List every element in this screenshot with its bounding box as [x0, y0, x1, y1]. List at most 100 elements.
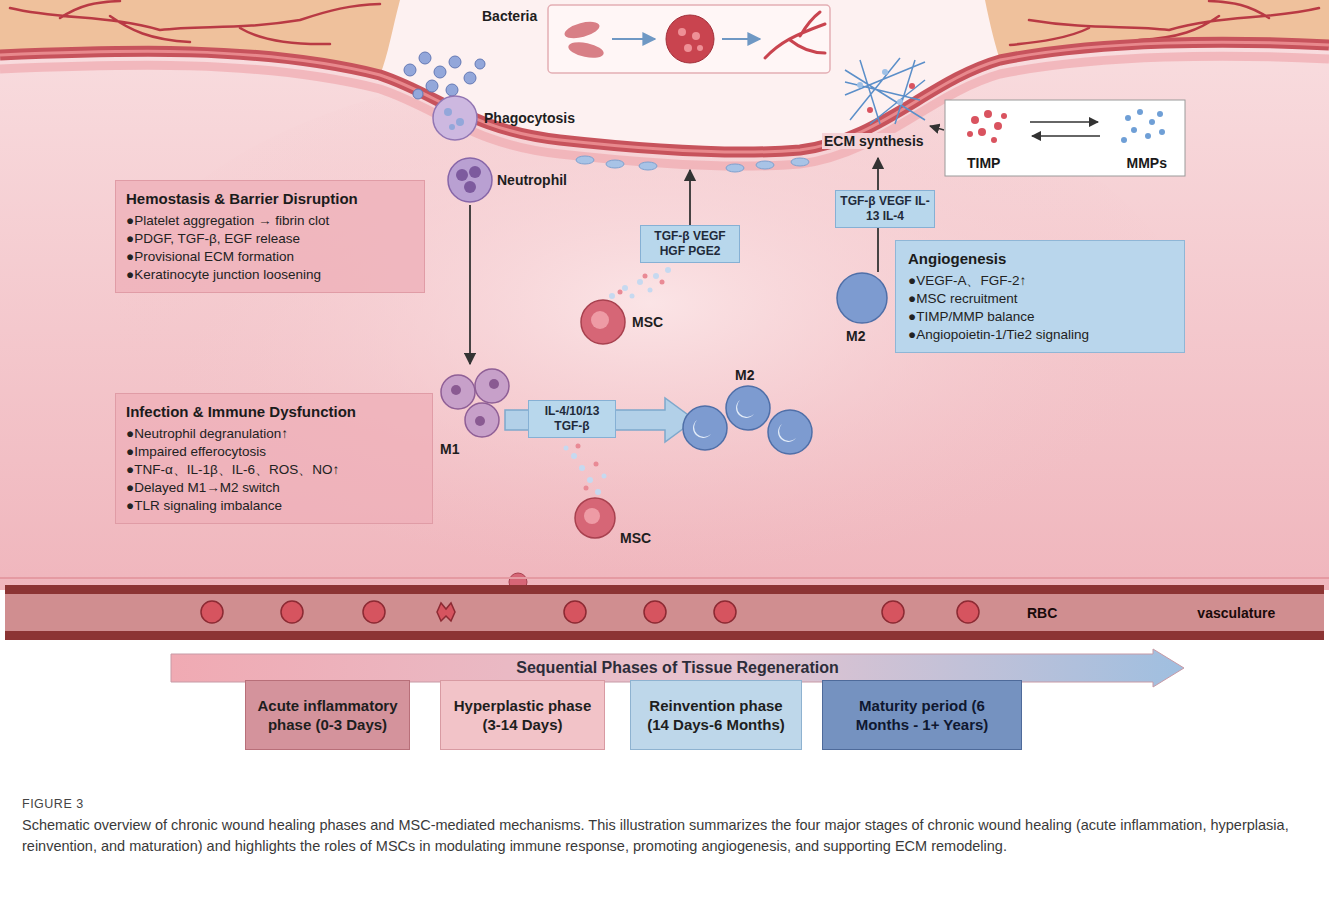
bullet-item: ●Impaired efferocytosis [126, 443, 422, 461]
timp-mmp-box: TIMPMMPs [945, 100, 1185, 176]
illustration-part [726, 164, 744, 172]
phase-box: Maturity period (6 Months - 1+ Years) [822, 680, 1022, 750]
illustration-part [451, 385, 461, 395]
illustration-part [441, 375, 475, 409]
illustration-part [648, 288, 653, 293]
illustration-part [678, 28, 703, 52]
illustration-part [845, 58, 925, 124]
illustration-part [0, 577, 1329, 579]
illustration-part [444, 108, 452, 116]
illustration-part [639, 162, 657, 170]
illustration-part [882, 69, 888, 75]
cell-label: MSC [620, 530, 651, 546]
node-text: TGF-β VEGF HGF PGE2 [645, 229, 735, 259]
illustration-part [984, 110, 992, 118]
illustration-part [967, 110, 1007, 143]
bullet-item: ●Keratinocyte junction loosening [126, 266, 414, 284]
bullet-item: ●TLR signaling imbalance [126, 497, 422, 515]
illustration-part [563, 19, 601, 42]
illustration-part [994, 122, 1002, 130]
illustration-part [837, 273, 887, 323]
illustration-part [434, 66, 446, 78]
illustration-part [867, 83, 915, 113]
illustration-part [404, 64, 416, 76]
illustration-part [857, 82, 863, 88]
illustration-part [469, 205, 471, 364]
cell-label: MSC [632, 314, 663, 330]
illustration-part [967, 131, 973, 137]
cell-label: ECM synthesis [822, 133, 926, 149]
illustration-part [564, 446, 569, 451]
illustration-part [791, 158, 809, 166]
bullet-item: ●TNF-α、IL-1β、IL-6、ROS、NO↑ [126, 461, 422, 479]
illustration-part [464, 72, 476, 84]
box-heading: Infection & Immune Dysfunction [126, 402, 422, 422]
phase-box: Reinvention phase (14 Days-6 Months) [630, 680, 802, 750]
illustration-part [622, 285, 628, 291]
illustration-part [689, 170, 691, 232]
illustration-part [693, 420, 711, 438]
illustration-part [882, 601, 904, 623]
bullet-item: ●VEGF-A、FGF-2↑ [908, 272, 1172, 290]
illustration-part [618, 274, 665, 295]
cell-label: Neutrophil [497, 172, 567, 188]
illustration-part [456, 166, 481, 193]
illustration-part [564, 601, 586, 623]
illustration-part [684, 44, 692, 52]
box-heading: Angiogenesis [908, 249, 1172, 269]
illustration-part [587, 477, 593, 483]
box-heading: Hemostasis & Barrier Disruption [126, 189, 414, 209]
phase-info-box: Infection & Immune Dysfunction●Neutrophi… [115, 393, 433, 524]
node-text: MMPs [1127, 155, 1167, 171]
illustration-part [653, 273, 659, 279]
node-text: IL-4/10/13 TGF-β [533, 404, 611, 434]
illustration-part [591, 311, 609, 329]
illustration-part [1030, 121, 1098, 123]
illustration-part [281, 601, 303, 623]
illustration-part [475, 416, 485, 426]
bullet-item: ●MSC recruitment [908, 290, 1172, 308]
illustration-part [456, 118, 464, 126]
illustration-part [564, 446, 607, 496]
illustration-part [575, 498, 615, 538]
illustration-part [736, 400, 754, 418]
illustration-part [991, 137, 997, 143]
illustration-part [465, 403, 499, 437]
phase-box: Acute inflammatory phase (0-3 Days) [245, 680, 410, 750]
illustration-part [584, 508, 600, 524]
illustration-part [1145, 133, 1151, 139]
illustration-part [609, 267, 671, 299]
illustration-part [426, 80, 438, 92]
factor-box: TGF-β VEGF HGF PGE2 [640, 225, 740, 263]
illustration-part [1159, 129, 1165, 135]
illustration-part [637, 279, 643, 285]
figure-caption: Schematic overview of chronic wound heal… [22, 815, 1310, 857]
illustration-part [909, 83, 915, 89]
node-text: Reinvention phase (14 Days-6 Months) [641, 696, 791, 734]
bullet-item: ●TIMP/MMP balance [908, 308, 1172, 326]
illustration-part [579, 465, 585, 471]
illustration-part [850, 290, 869, 309]
illustration-part [576, 156, 594, 164]
illustration-part [548, 5, 830, 73]
illustration-part [448, 158, 492, 202]
illustration-part [756, 161, 774, 169]
illustration-part [444, 108, 464, 130]
illustration-part [1157, 111, 1163, 117]
illustration-part [201, 601, 223, 623]
illustration-part [363, 601, 385, 623]
illustration-part [1131, 127, 1137, 133]
illustration-part [722, 38, 760, 40]
vasculature-band: RBCvasculature [5, 585, 1324, 640]
illustration-part [643, 274, 648, 279]
illustration-part [5, 594, 1324, 631]
factor-box: IL-4/10/13 TGF-β [528, 400, 616, 438]
illustration-part [595, 489, 601, 495]
illustration-part [449, 56, 461, 68]
illustration-part [567, 39, 605, 60]
phase-box: Hyperplastic phase (3-14 Days) [440, 680, 605, 750]
cell-label: Bacteria [482, 8, 537, 24]
illustration-part [602, 474, 607, 479]
